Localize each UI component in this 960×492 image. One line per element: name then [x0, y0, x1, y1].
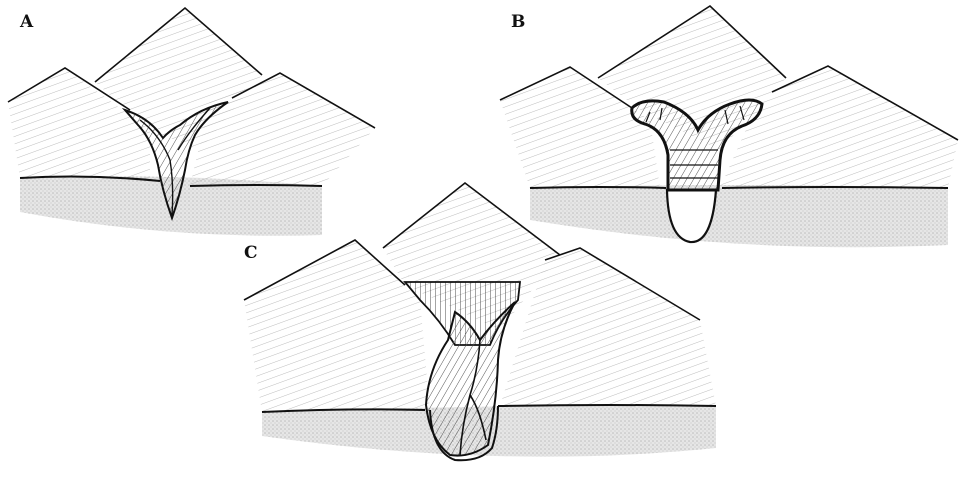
panel-b-ground — [530, 185, 948, 247]
panel-a-drawing — [8, 8, 375, 236]
panel-b-label: B — [511, 12, 525, 32]
panel-c-label: C — [244, 243, 258, 263]
panel-a-label: A — [20, 12, 33, 32]
panel-b-drawing — [500, 6, 958, 247]
panel-b-ground-line — [530, 187, 948, 188]
